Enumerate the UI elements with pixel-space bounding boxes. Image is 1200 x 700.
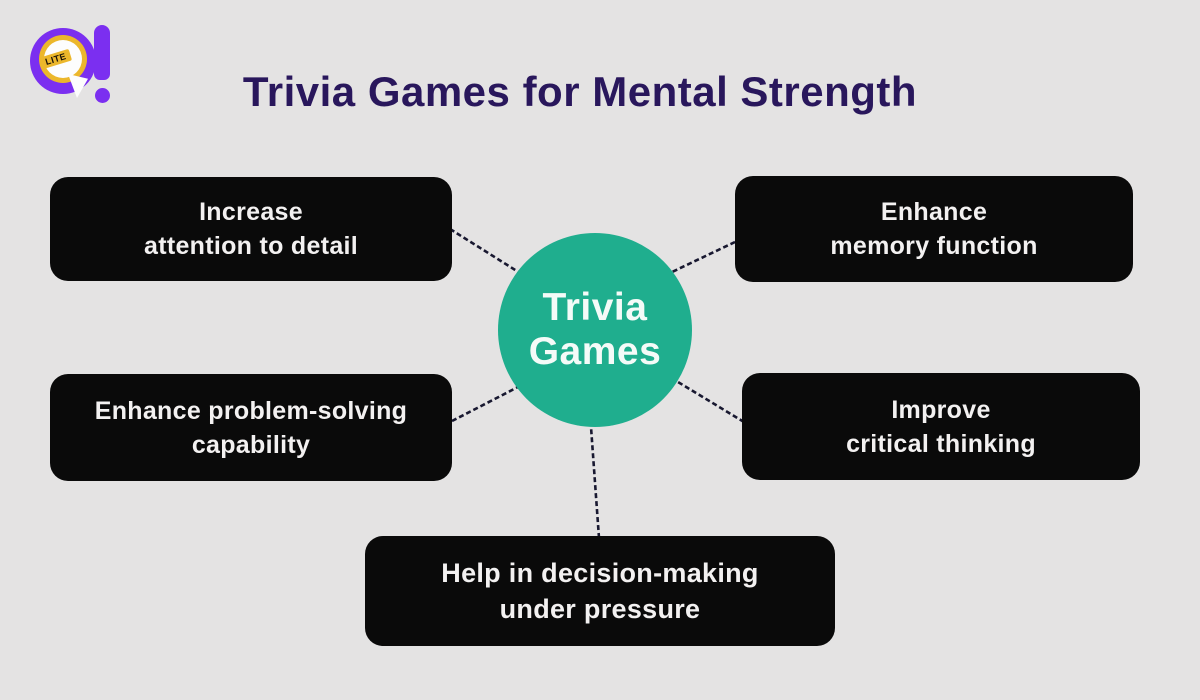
node-label-line: attention to detail (143, 232, 359, 260)
node-enhance-memory: Enhance memory function (735, 176, 1133, 282)
node-increase-attention: Increase attention to detail (50, 177, 452, 281)
exclamation-dot-icon (95, 88, 110, 103)
center-topic-line: Trivia (542, 286, 648, 329)
node-decision-making: Help in decision-making under pressure (365, 536, 835, 646)
node-label-line: Enhance (880, 198, 988, 226)
logo-purple-circle: LITE (30, 28, 96, 98)
center-topic-circle: Trivia Games (498, 233, 692, 427)
center-topic-line: Games (528, 330, 662, 373)
connector-increase-attention (449, 227, 521, 275)
quizizz-lite-logo: LITE (0, 0, 130, 120)
node-label-line: Improve (891, 395, 991, 424)
node-label-line: Increase (199, 198, 303, 226)
node-label-line: Enhance problem-solving (94, 396, 408, 425)
connector-critical-thinking (677, 380, 745, 424)
node-label-line: capability (191, 430, 311, 459)
node-label-line: Help in decision-making (441, 558, 759, 588)
node-label-line: memory function (830, 232, 1038, 260)
node-label-line: critical thinking (846, 429, 1036, 458)
connector-decision-making (589, 426, 601, 539)
page-title: Trivia Games for Mental Strength (242, 68, 918, 115)
node-critical-thinking: Improve critical thinking (742, 373, 1140, 480)
connector-enhance-memory (671, 240, 736, 274)
node-problem-solving: Enhance problem-solving capability (50, 374, 452, 481)
exclamation-icon (94, 25, 110, 80)
connector-problem-solving (451, 385, 519, 423)
node-label-line: under pressure (499, 594, 701, 624)
